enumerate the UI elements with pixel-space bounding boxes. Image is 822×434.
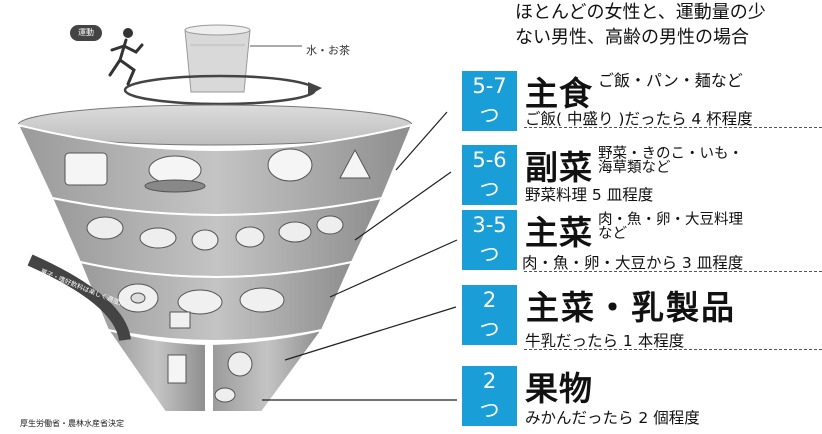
food-icons-main-dishes xyxy=(117,283,285,329)
row-dairy: 2 つ 主菜・乳製品 牛乳だったら 1 本程度 xyxy=(462,285,822,350)
row-fruit: 2 つ 果物 みかんだったら 2 個程度 xyxy=(462,366,822,428)
note-line-2: ない男性、高齢の男性の場合 xyxy=(515,27,749,48)
serving-unit: つ xyxy=(479,398,500,422)
serving-guide: 牛乳だったら 1 本程度 xyxy=(525,332,685,350)
category-name: 主食 xyxy=(525,74,593,113)
serving-count: 3-5 xyxy=(472,213,507,237)
serving-unit: つ xyxy=(479,177,500,201)
category-examples-line1: 野菜・きのこ・いも・ xyxy=(598,146,743,162)
serving-unit: つ xyxy=(479,242,500,266)
water-label: 水・お茶 xyxy=(306,44,350,57)
row-divider xyxy=(524,271,822,272)
fruit-icon xyxy=(227,351,253,377)
category-examples: ご飯・パン・麺など xyxy=(598,71,743,90)
category-name: 果物 xyxy=(525,369,593,408)
serving-count: 2 xyxy=(482,288,497,312)
serving-badge: 3-5 つ xyxy=(462,210,517,270)
row-main-dishes: 3-5 つ 主菜 肉・魚・卵・大豆料理 など 肉・魚・卵・大豆から 3 皿程度 xyxy=(462,210,822,272)
category-examples-line2: 海草類など xyxy=(598,160,671,176)
category-name: 副菜 xyxy=(525,148,593,187)
category-examples-line1: 肉・魚・卵・大豆料理 xyxy=(598,212,743,228)
connector-lines xyxy=(262,111,458,401)
row-divider xyxy=(524,127,822,128)
note-line-1: ほとんどの女性と、運動量の少 xyxy=(515,2,766,23)
tier-fruit xyxy=(211,328,325,413)
milk-bottle-icon xyxy=(167,354,187,384)
source-caption: 厚生労働省・農林水産省決定 xyxy=(20,419,124,428)
food-icons-vegetables xyxy=(86,215,344,251)
category-examples-line2: など xyxy=(598,226,627,242)
water-glass-icon xyxy=(184,24,251,93)
serving-badge: 5-6 つ xyxy=(462,145,517,205)
serving-guide: 野菜料理 5 皿程度 xyxy=(525,186,654,204)
serving-guide: みかんだったら 2 個程度 xyxy=(525,409,700,427)
row-divider xyxy=(524,349,822,350)
category-name: 主菜・乳製品 xyxy=(526,288,736,327)
serving-count: 2 xyxy=(482,369,497,393)
side-ribbon xyxy=(27,254,131,342)
serving-badge: 2 つ xyxy=(462,285,517,345)
serving-count: 5-6 xyxy=(472,148,507,172)
tier-dairy xyxy=(105,328,207,413)
row-vegetables: 5-6 つ 副菜 野菜・きのこ・いも・ 海草類など 野菜料理 5 皿程度 xyxy=(462,145,822,207)
serving-guide: 肉・魚・卵・大豆から 3 皿程度 xyxy=(522,254,744,272)
serving-unit: つ xyxy=(479,103,500,127)
runner-icon xyxy=(108,28,144,86)
serving-badge: 5-7 つ xyxy=(462,71,517,131)
serving-guide: ご飯( 中盛り )だったら 4 杯程度 xyxy=(525,110,753,128)
food-icons-staples xyxy=(64,148,371,193)
serving-badge: 2 つ xyxy=(462,366,517,426)
exercise-badge: 運動 xyxy=(70,25,102,41)
spinning-top-illustration: 菓子・嗜好飲料は楽しく適度に xyxy=(16,24,458,413)
row-staples: 5-7 つ 主食 ご飯・パン・麺など ご飯( 中盛り )だったら 4 杯程度 xyxy=(462,71,822,133)
serving-count: 5-7 xyxy=(472,74,507,98)
category-name: 主菜 xyxy=(525,213,593,252)
serving-unit: つ xyxy=(479,317,500,341)
target-group-note: ほとんどの女性と、運動量の少 ない男性、高齢の男性の場合 xyxy=(515,0,822,50)
